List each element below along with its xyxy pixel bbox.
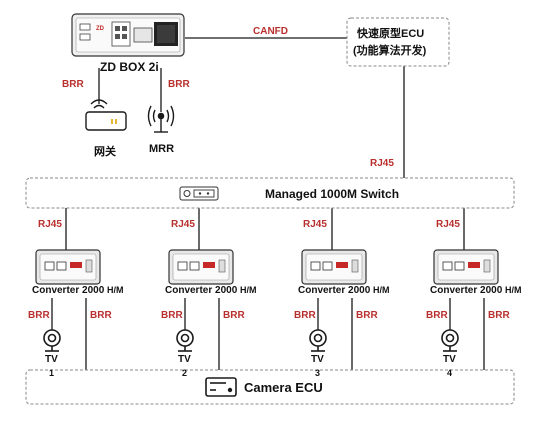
conv-2-tv-link-label: BRR: [161, 310, 183, 321]
zd-box-label: ZD BOX 2i: [100, 60, 159, 74]
converter-3-label: Converter 2000 H/M: [298, 285, 390, 296]
switch-conv-3-label: RJ45: [303, 219, 327, 230]
conv-2-ecu-link-label: BRR: [223, 310, 245, 321]
zd-box-device: ZD: [71, 13, 185, 57]
tv-2-label: TV: [178, 354, 191, 365]
converter-4-label: Converter 2000 H/M: [430, 285, 522, 296]
switch-conv-1-label: RJ45: [38, 219, 62, 230]
mrr-label: MRR: [149, 143, 175, 155]
converter-device-2: [168, 249, 234, 285]
tv-1-index: 1: [49, 368, 55, 378]
camera-icon: [441, 329, 459, 352]
ecu-switch-link-label: RJ45: [370, 158, 394, 169]
conv-1-ecu-link-label: BRR: [90, 310, 112, 321]
router-icon: [85, 99, 127, 131]
converter-2-label: Converter 2000 H/M: [165, 285, 257, 296]
gateway-label: 网关: [94, 146, 116, 158]
switch-conv-4-label: RJ45: [436, 219, 460, 230]
connection-lines: [51, 37, 485, 370]
svg-text:ZD: ZD: [96, 26, 105, 32]
switch-conv-2-label: RJ45: [171, 219, 195, 230]
gateway-link-label: BRR: [62, 79, 84, 90]
mrr-link-label: BRR: [168, 79, 190, 90]
camera-icon: [309, 329, 327, 352]
tv-4-label: TV: [443, 354, 456, 365]
ecu-device-icon: [205, 377, 237, 397]
conv-4-ecu-link-label: BRR: [488, 310, 510, 321]
ecu-prototype-subtitle: (功能算法开发): [353, 45, 427, 57]
ecu-prototype-box: [346, 17, 450, 67]
camera-icon: [176, 329, 194, 352]
conv-3-ecu-link-label: BRR: [356, 310, 378, 321]
tv-3-label: TV: [311, 354, 324, 365]
canfd-link-label: CANFD: [253, 26, 288, 37]
converter-device-1: [35, 249, 101, 285]
converter-1-label: Converter 2000 H/M: [32, 285, 124, 296]
converter-device-4: [433, 249, 499, 285]
tv-4-index: 4: [447, 368, 453, 378]
camera-icon: [43, 329, 61, 352]
conv-3-tv-link-label: BRR: [294, 310, 316, 321]
camera-ecu-label: Camera ECU: [244, 380, 323, 395]
conv-4-tv-link-label: BRR: [426, 310, 448, 321]
switch-box: [25, 177, 515, 209]
ecu-prototype-title: 快速原型ECU: [357, 28, 425, 40]
tv-3-index: 3: [315, 368, 321, 378]
tv-1-label: TV: [45, 354, 58, 365]
switch-icon: [179, 186, 219, 201]
radar-antenna-icon: [147, 105, 175, 133]
conv-1-tv-link-label: BRR: [28, 310, 50, 321]
switch-label: Managed 1000M Switch: [265, 187, 400, 201]
camera-ecu-box: [25, 369, 515, 405]
tv-2-index: 2: [182, 368, 188, 378]
converter-device-3: [301, 249, 367, 285]
